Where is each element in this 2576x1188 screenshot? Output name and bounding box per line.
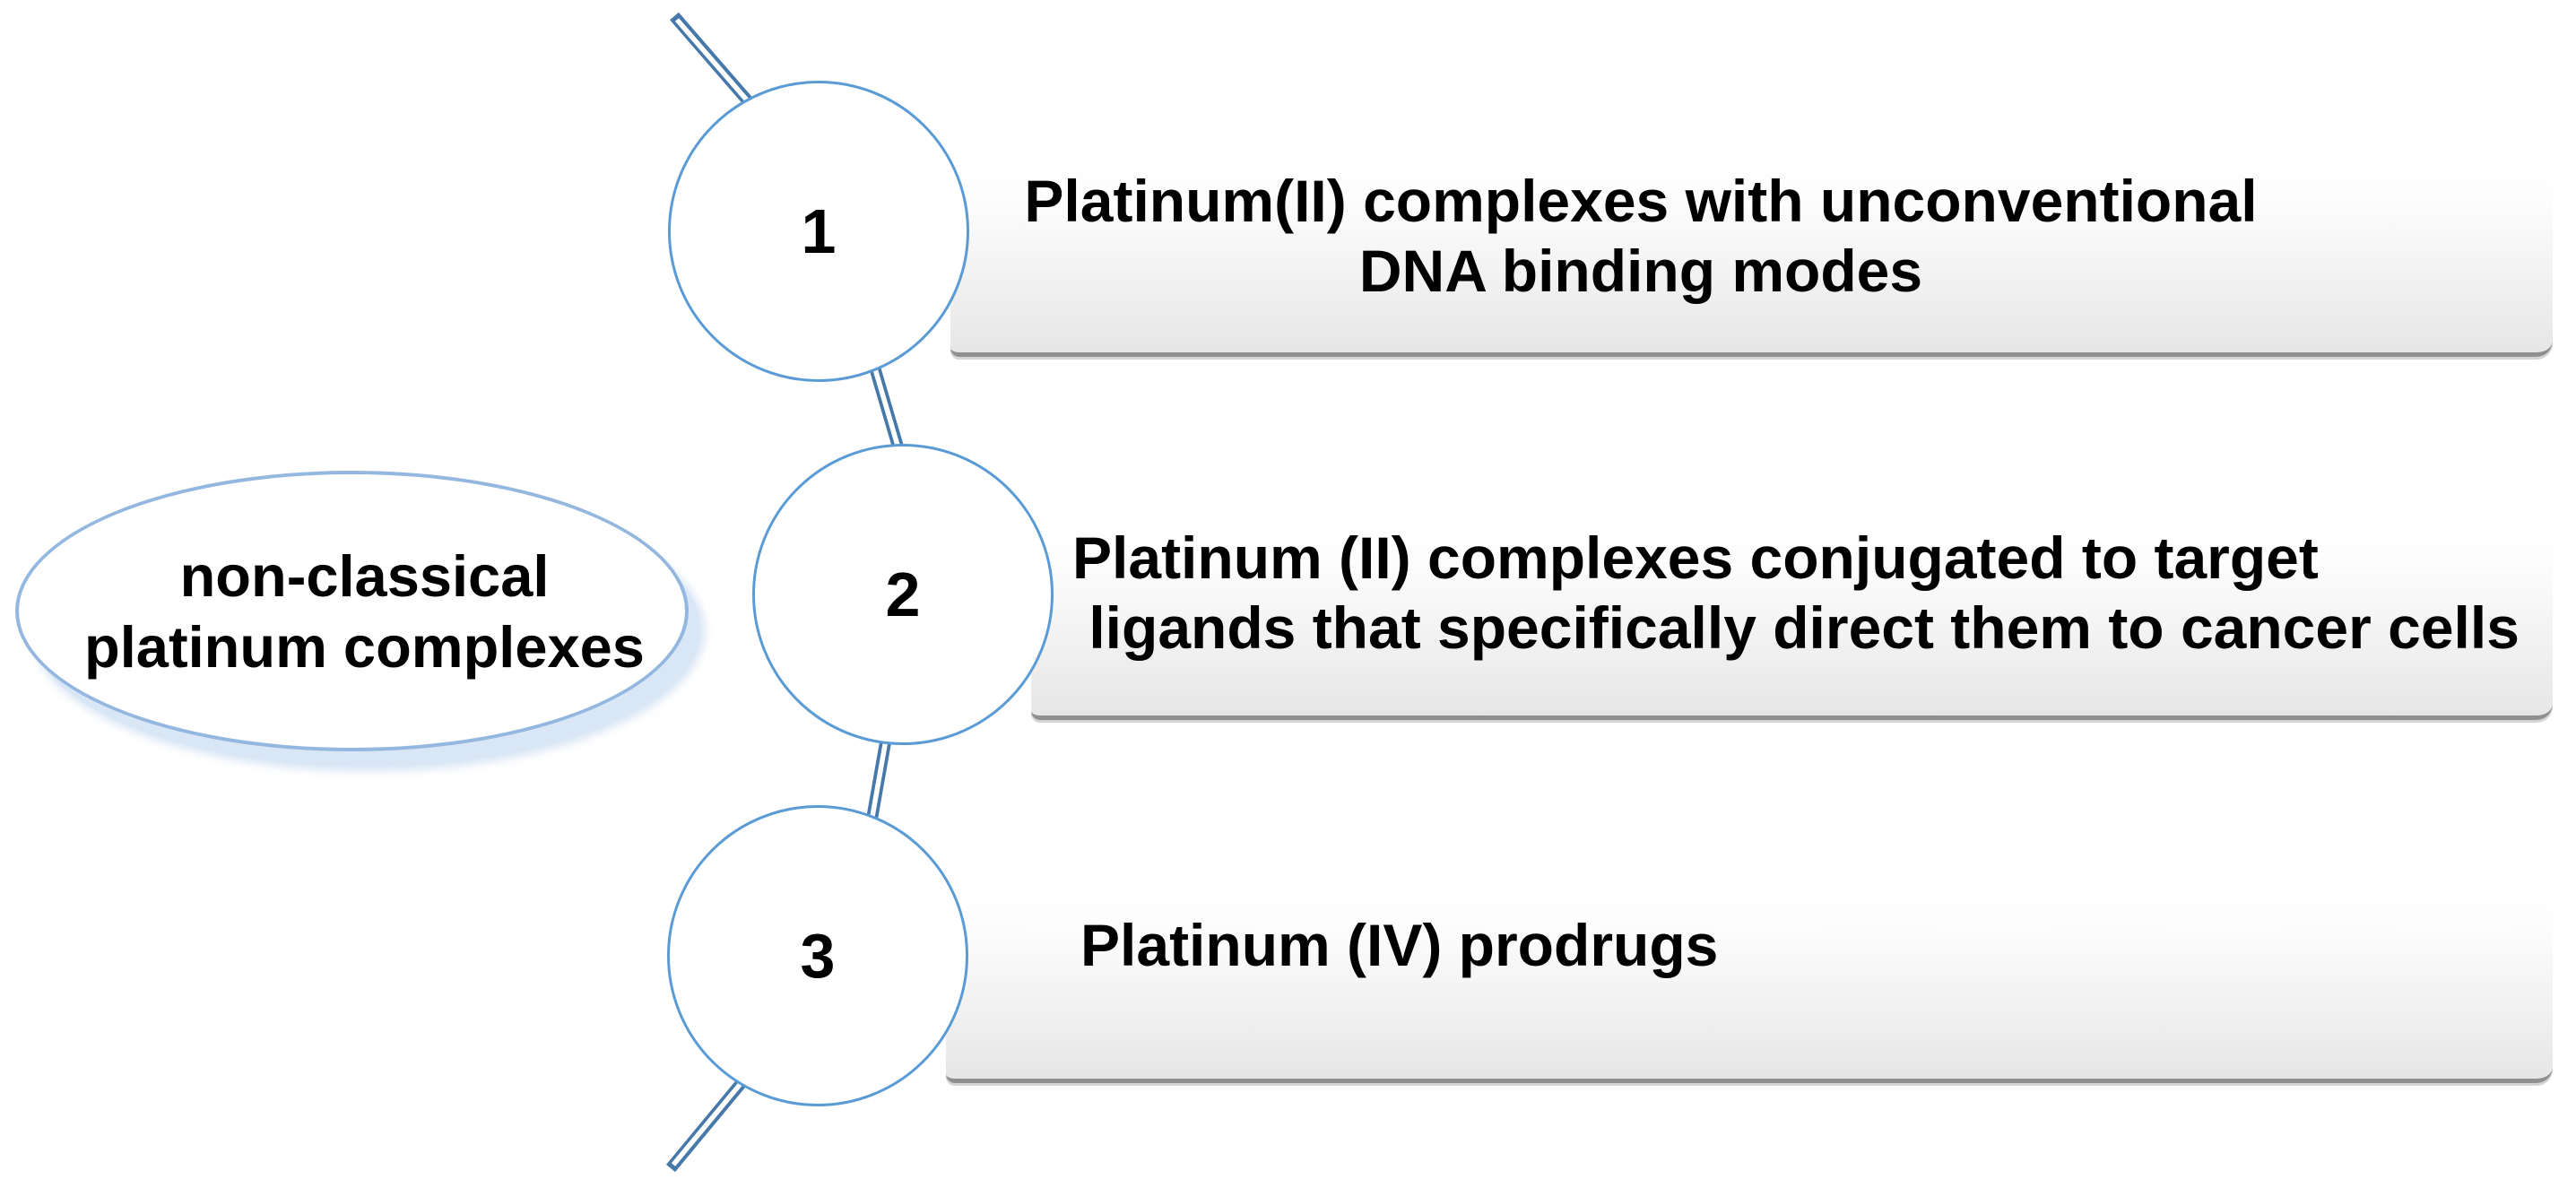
step-label-2: Platinum (II) complexes conjugated to ta… xyxy=(1072,525,2520,661)
step-banner-1 xyxy=(950,133,2553,357)
step-label-3: Platinum (IV) prodrugs xyxy=(1080,912,1719,978)
step-banner-3 xyxy=(946,859,2553,1083)
root-label: non-classical platinum complexes xyxy=(84,542,645,680)
step-node-3: 3 xyxy=(667,805,968,1106)
step-number: 3 xyxy=(800,921,836,991)
step-number: 1 xyxy=(801,196,837,266)
step-number: 2 xyxy=(885,559,921,629)
step-banner-2 xyxy=(1031,496,2553,720)
step-node-2: 2 xyxy=(752,444,1054,745)
step-node-1: 1 xyxy=(668,81,969,382)
step-label-1: Platinum(II) complexes with unconvention… xyxy=(1024,168,2258,304)
root-node-ellipse: non-classical platinum complexes xyxy=(15,471,689,751)
